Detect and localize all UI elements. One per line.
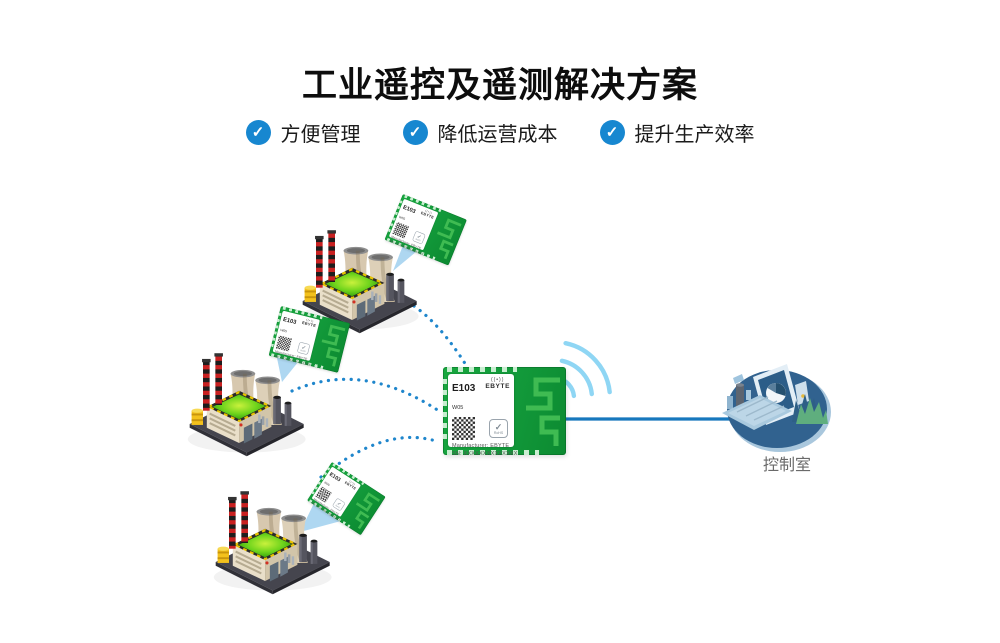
control-room-illustration: [722, 364, 831, 452]
page-title: 工业遥控及遥测解决方案: [301, 66, 698, 105]
antenna-icon: ((•)): [490, 377, 505, 383]
module-card-node-top: E103 W05 ((•)) EBYTE ✓ RoHS Manufacturer…: [384, 194, 467, 266]
feature-label: 提升生产效率: [634, 124, 755, 146]
feature-item-easy-management: ✓ 方便管理: [245, 118, 361, 147]
qr-code: [452, 417, 475, 440]
model-number: E103: [452, 383, 476, 394]
antenna-trace: [354, 492, 381, 530]
control-room-label: 控制室: [762, 457, 811, 474]
module-card-node-middle: E103 W05 ((•)) EBYTE ✓ RoHS Manufacturer…: [268, 306, 351, 373]
rohs-check-badge: ✓ RoHS: [411, 230, 426, 245]
check-circle-icon: ✓: [402, 120, 428, 145]
feature-label: 降低运营成本: [437, 124, 558, 146]
model-variant: W05: [452, 405, 464, 411]
callout-beam-bottom: [300, 497, 341, 532]
rohs-check-badge: ✓ RoHS: [489, 419, 508, 438]
antenna-trace: [436, 218, 462, 260]
antenna-trace: [321, 324, 346, 367]
brand-logo: EBYTE: [485, 383, 510, 390]
module-card-node-bottom: E103 W05 ((•)) EBYTE ✓ RoHS Manufacturer…: [307, 462, 386, 536]
check-circle-icon: ✓: [245, 120, 271, 145]
dotted-link-top: [412, 304, 468, 367]
feature-item-lower-cost: ✓ 降低运营成本: [402, 118, 558, 147]
pcb-pads: [447, 450, 539, 455]
dotted-link-middle: [290, 377, 441, 413]
serial-number-text: SN: XXXXXXXXXXXXXX: [452, 451, 518, 457]
feature-item-efficiency: ✓ 提升生产效率: [599, 118, 755, 147]
qr-code: [275, 335, 292, 352]
manufacturer-text: Manufacturer: EBYTE: [452, 442, 510, 449]
module-card-gateway: E103 W05 ((•)) EBYTE ✓ RoHS Manufacturer…: [443, 367, 566, 457]
feature-label: 方便管理: [280, 124, 361, 146]
feature-list: ✓ 方便管理 ✓ 降低运营成本 ✓ 提升生产效率: [0, 118, 1000, 147]
pcb-pads: [447, 367, 517, 372]
rohs-check-badge: ✓ RoHS: [296, 341, 311, 356]
pcb-pads: [443, 379, 447, 443]
check-circle-icon: ✓: [599, 120, 625, 145]
module-label: E103 W05 ((•)) EBYTE ✓ RoHS Manufacturer…: [448, 374, 517, 457]
antenna-trace: [526, 377, 560, 446]
